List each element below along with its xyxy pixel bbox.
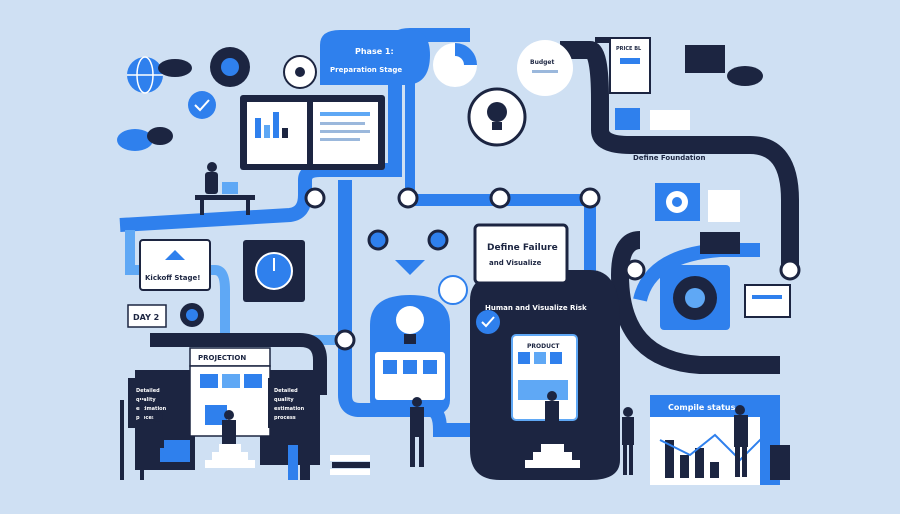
kickoff-label: Kickoff Stage! [145,274,200,282]
check-badge-icon [188,91,216,119]
define-foundation-label: Define Foundation [633,154,705,162]
product-label: PRODUCT [527,343,560,350]
right-panel-line-1: Detailed [274,388,298,394]
left-panel-line-1: Detailed [136,388,160,394]
define-failure-box [473,223,569,285]
day-tag [127,304,167,328]
human-risk-label: Human and Visualize Risk [485,304,587,312]
left-panel-line-3: estimation [136,406,167,412]
phase-subtitle: Preparation Stage [330,66,402,74]
right-panel-line-2: quality [274,397,294,403]
monitor-icon [685,45,725,73]
projection-label: PROJECTION [198,354,246,362]
rain-cloud-icon [727,66,763,86]
left-panel-line-4: process [136,415,158,421]
left-panel-line-2: quality [136,397,156,403]
define-failure-sub: and Visualize [489,259,542,267]
define-failure-title: Define Failure [487,243,558,253]
budget-label: Budget [530,59,555,66]
right-detail-panel [268,378,320,428]
kickoff-card [139,239,211,291]
phase-title: Phase 1: [355,47,394,56]
dark-path-right [560,41,799,270]
cloud-icon [158,59,192,77]
team-icon [438,275,468,305]
clipboard-label: PRICE BL [616,46,642,52]
compile-status-label: Compile status [668,403,736,412]
day-label: DAY 2 [133,313,159,322]
phase-bubble [320,30,430,85]
right-panel-line-3: estimation [274,406,305,412]
clipboard-icon [609,37,651,94]
right-panel-line-4: process [274,415,296,421]
budget-circle [517,40,573,96]
